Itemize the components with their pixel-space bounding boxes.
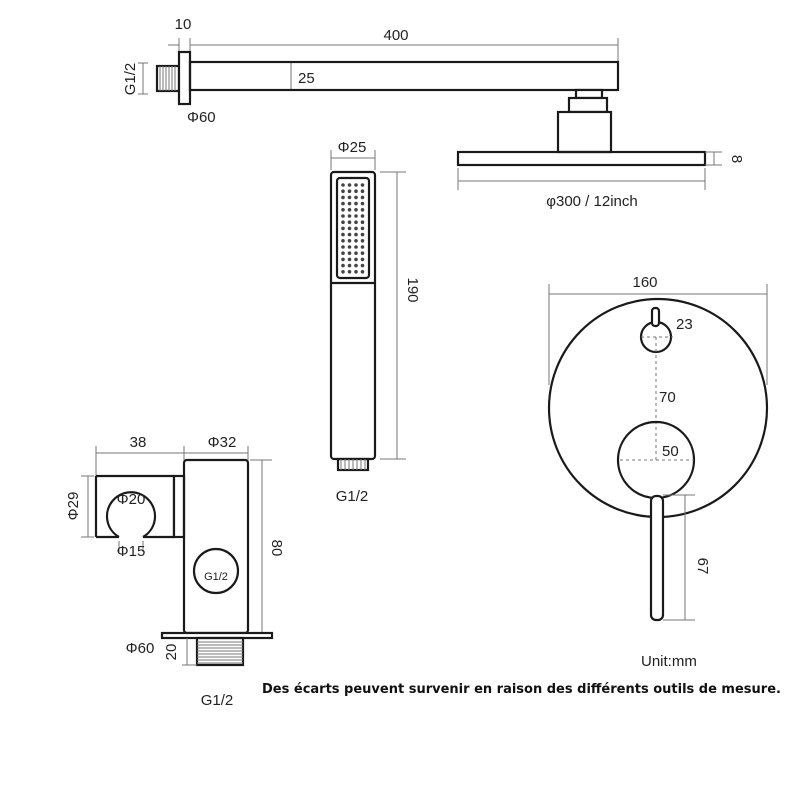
arm-plate-width-label: 10 <box>175 16 192 33</box>
nozzle-dot <box>360 245 365 249</box>
mixer-plate-diameter-label: 160 <box>632 274 657 291</box>
hand-shower-thread-label: G1/2 <box>336 488 369 505</box>
nozzle-dot <box>347 245 352 249</box>
large-knob-label: 50 <box>662 443 679 460</box>
nozzle-dot <box>341 257 345 262</box>
hand-shower-drawing <box>329 150 406 472</box>
nozzle-dot <box>360 270 365 274</box>
nozzle-dot <box>341 239 345 243</box>
nozzle-dot <box>347 263 352 268</box>
nozzle-dot <box>347 232 352 237</box>
holder-thread-length-label: 20 <box>163 644 180 661</box>
nozzle-dot <box>360 183 365 187</box>
nozzle-dot <box>341 183 345 187</box>
nozzle-dot <box>354 226 358 231</box>
shower-arm-drawing <box>138 38 620 154</box>
rain-head-thickness-label: 8 <box>728 155 745 163</box>
outlet-thread-label: G1/2 <box>204 571 228 583</box>
nozzle-dot <box>347 220 352 224</box>
nozzle-dot <box>354 208 358 212</box>
nozzle-dot <box>341 220 345 224</box>
nozzle-dot <box>341 232 345 237</box>
nozzle-dot <box>354 263 358 268</box>
nozzle-dot <box>341 263 345 268</box>
rain-head-diameter-label: φ300 / 12inch <box>546 193 637 210</box>
nozzle-dot <box>360 220 365 224</box>
nozzle-dot <box>341 214 345 218</box>
nozzle-dot <box>354 232 358 237</box>
holder-inner-label: Φ20 <box>117 491 146 508</box>
nozzle-dot <box>347 257 352 262</box>
nozzle-dot <box>354 201 358 206</box>
hand-shower-diameter-label: Φ25 <box>338 139 367 156</box>
rain-head-drawing <box>456 150 722 190</box>
nozzle-dot <box>354 257 358 262</box>
holder-outer-label: Φ29 <box>65 492 82 521</box>
small-knob-label: 23 <box>676 316 693 333</box>
nozzle-dot <box>360 201 365 206</box>
nozzle-dot <box>360 232 365 237</box>
slot-label: Φ15 <box>117 543 146 560</box>
nozzle-dot <box>347 251 352 255</box>
nozzle-dot <box>347 239 352 243</box>
nozzle-dot <box>341 245 345 249</box>
nozzle-dot <box>354 195 358 200</box>
nozzle-dot <box>354 214 358 218</box>
body-diameter-label: Φ32 <box>208 434 237 451</box>
nozzle-dot <box>347 189 352 193</box>
holder-drawing <box>81 446 274 667</box>
arm-thread-label: G1/2 <box>122 63 139 96</box>
nozzle-dot <box>354 270 358 274</box>
holder-thread-label: G1/2 <box>201 692 234 709</box>
nozzle-dot <box>341 201 345 206</box>
nozzle-dot <box>354 189 358 193</box>
nozzle-dot <box>354 183 358 187</box>
nozzle-dot <box>360 263 365 268</box>
nozzle-dot <box>347 226 352 231</box>
nozzle-dot <box>347 195 352 200</box>
nozzle-grid <box>341 183 365 274</box>
nozzle-dot <box>360 208 365 212</box>
nozzle-dot <box>354 239 358 243</box>
holder-plate-label: Φ60 <box>126 640 155 657</box>
nozzle-dot <box>360 251 365 255</box>
nozzle-dot <box>354 245 358 249</box>
nozzle-dot <box>341 251 345 255</box>
nozzle-dot <box>354 220 358 224</box>
holder-depth-label: 38 <box>130 434 147 451</box>
hand-shower-length-label: 190 <box>404 277 421 302</box>
arm-height-label: 25 <box>298 70 315 87</box>
handle-length-label: 67 <box>694 558 711 575</box>
nozzle-dot <box>360 257 365 262</box>
disclaimer-note: Des écarts peuvent survenir en raison de… <box>262 682 781 697</box>
nozzle-dot <box>347 270 352 274</box>
nozzle-dot <box>341 195 345 200</box>
nozzle-dot <box>347 201 352 206</box>
nozzle-dot <box>341 189 345 193</box>
nozzle-dot <box>347 208 352 212</box>
nozzle-dot <box>360 214 365 218</box>
nozzle-dot <box>347 183 352 187</box>
nozzle-dot <box>341 208 345 212</box>
nozzle-dot <box>360 226 365 231</box>
unit-label: Unit:mm <box>641 653 697 670</box>
mixer-plate-drawing <box>547 284 769 622</box>
arm-length-label: 400 <box>383 27 408 44</box>
nozzle-dot <box>341 226 345 231</box>
nozzle-dot <box>354 251 358 255</box>
center-distance-label: 70 <box>659 389 676 406</box>
nozzle-dot <box>347 214 352 218</box>
nozzle-dot <box>360 239 365 243</box>
holder-height-label: 80 <box>268 540 285 557</box>
nozzle-dot <box>360 189 365 193</box>
nozzle-dot <box>360 195 365 200</box>
nozzle-dot <box>341 270 345 274</box>
arm-plate-diameter-label: Φ60 <box>187 109 216 126</box>
